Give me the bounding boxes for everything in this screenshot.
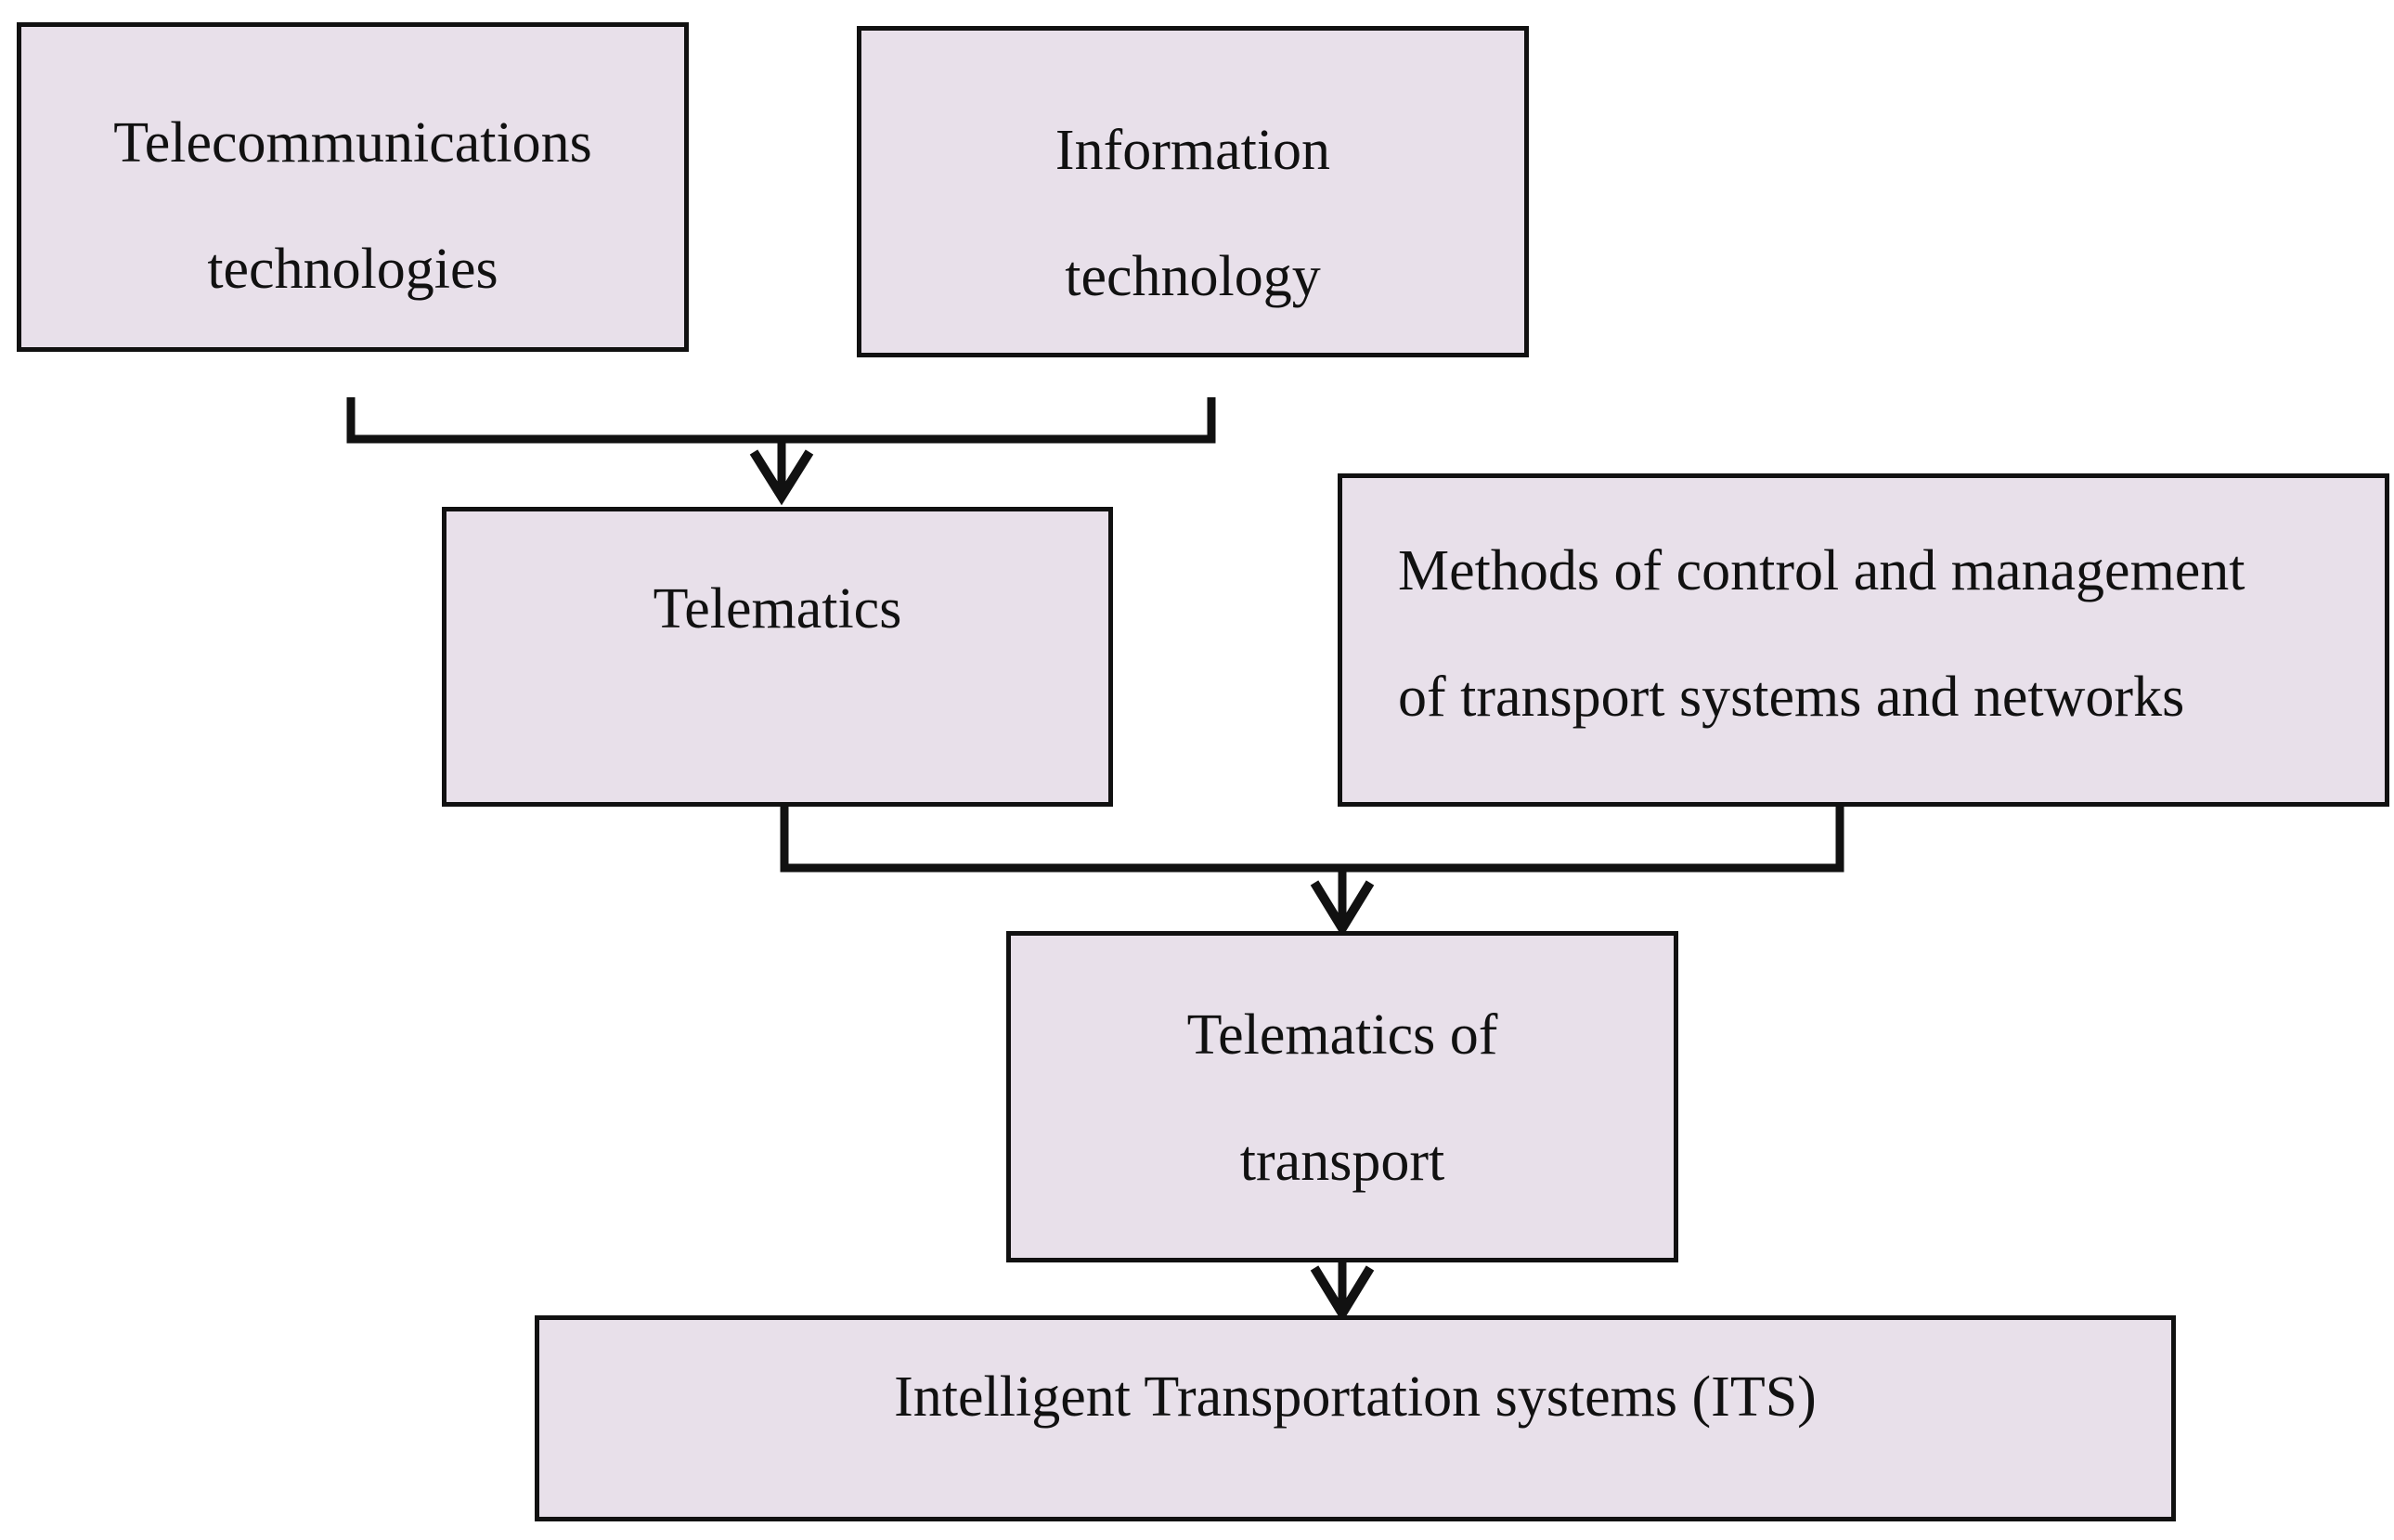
node-telematics-of-transport: Telematics of transport (1006, 931, 1678, 1262)
node-label-line: technologies (207, 238, 498, 301)
node-label-line: Telematics of (1186, 1003, 1498, 1067)
connector-to-telematics-transport (780, 807, 1844, 928)
node-telecommunications-technologies: Telecommunications technologies (17, 22, 689, 352)
arrowhead-its (1310, 1265, 1375, 1323)
node-label-line: Telecommunications (113, 111, 592, 175)
node-label-line: Intelligent Transportation systems (ITS) (894, 1365, 1817, 1429)
node-label-line: transport (1239, 1130, 1445, 1193)
node-label-line: Information (1055, 119, 1331, 182)
node-methods-of-control: Methods of control and management of tra… (1338, 473, 2389, 807)
node-label-line: Methods of control and management (1398, 539, 2245, 602)
arrowhead-telematics-transport (1310, 880, 1375, 938)
node-telematics: Telematics (442, 507, 1113, 807)
node-label-line: of transport systems and networks (1398, 666, 2185, 729)
connector-tech-to-telematics (346, 397, 1216, 497)
arrowhead-telematics (749, 449, 814, 506)
node-label-line: technology (1065, 245, 1321, 308)
node-information-technology: Information technology (857, 26, 1529, 357)
node-label-line: Telematics (653, 577, 902, 641)
node-intelligent-transportation-systems: Intelligent Transportation systems (ITS) (535, 1315, 2176, 1521)
